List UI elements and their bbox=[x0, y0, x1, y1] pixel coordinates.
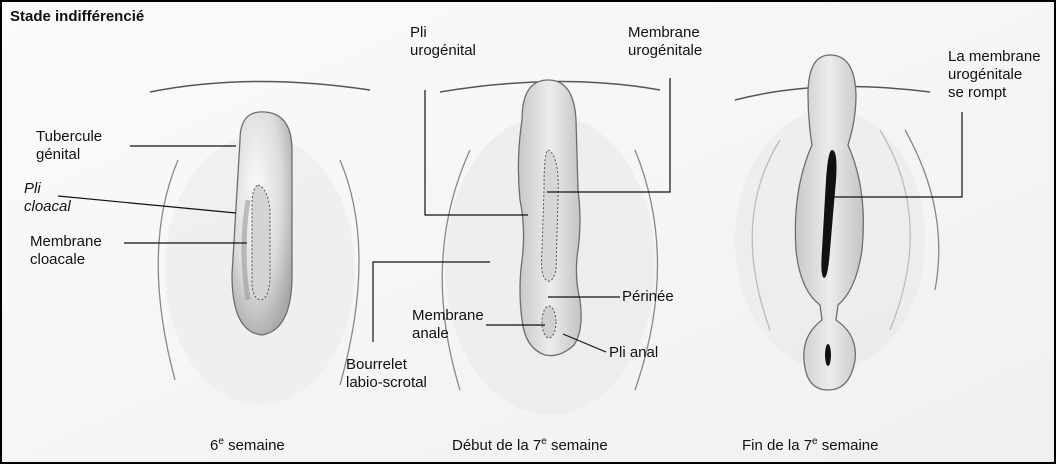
caption-1-text: semaine bbox=[224, 437, 285, 454]
caption-fin-7e-semaine: Fin de la 7e semaine bbox=[742, 436, 878, 454]
label-pli-urogenital: Pli urogénital bbox=[410, 24, 476, 60]
label-pli-urogenital-line1: Pli bbox=[410, 24, 476, 42]
label-pli-cloacal-line1: Pli bbox=[24, 180, 71, 198]
label-bourrelet-line1: Bourrelet bbox=[346, 356, 427, 374]
orifice-anal bbox=[825, 344, 831, 366]
membrane-cloacale-shape bbox=[252, 185, 270, 300]
label-pli-cloacal: Pli cloacal bbox=[24, 180, 71, 216]
label-membrane-anale-line2: anale bbox=[412, 325, 484, 343]
caption-2-pre: Début de la 7 bbox=[452, 437, 541, 454]
label-membrane-cloacale: Membrane cloacale bbox=[30, 233, 102, 269]
label-rompt-line2: urogénitale bbox=[948, 66, 1041, 84]
label-pli-urogenital-line2: urogénital bbox=[410, 42, 476, 60]
label-perinee: Périnée bbox=[622, 288, 674, 306]
label-tubercule-line2: génital bbox=[36, 146, 102, 164]
label-tubercule-line1: Tubercule bbox=[36, 128, 102, 146]
page-title: Stade indifférencié bbox=[10, 8, 144, 26]
label-membrane-se-rompt: La membrane urogénitale se rompt bbox=[948, 48, 1041, 102]
label-pli-cloacal-line2: cloacal bbox=[24, 198, 71, 216]
caption-3-pre: Fin de la 7 bbox=[742, 437, 812, 454]
label-membrane-urogenitale-line1: Membrane bbox=[628, 24, 702, 42]
label-membrane-cloacale-line1: Membrane bbox=[30, 233, 102, 251]
label-membrane-cloacale-line2: cloacale bbox=[30, 251, 102, 269]
caption-6e-semaine: 6e semaine bbox=[210, 436, 285, 454]
label-pli-anal: Pli anal bbox=[609, 344, 658, 362]
caption-3-text: semaine bbox=[818, 437, 879, 454]
label-bourrelet-line2: labio-scrotal bbox=[346, 374, 427, 392]
label-membrane-anale: Membrane anale bbox=[412, 307, 484, 343]
label-rompt-line1: La membrane bbox=[948, 48, 1041, 66]
label-membrane-urogenitale: Membrane urogénitale bbox=[628, 24, 702, 60]
caption-debut-7e-semaine: Début de la 7e semaine bbox=[452, 436, 608, 454]
label-rompt-line3: se rompt bbox=[948, 84, 1041, 102]
label-membrane-anale-line1: Membrane bbox=[412, 307, 484, 325]
caption-2-text: semaine bbox=[547, 437, 608, 454]
label-membrane-urogenitale-line2: urogénitale bbox=[628, 42, 702, 60]
membrane-anale-shape bbox=[542, 306, 556, 338]
label-bourrelet-labio-scrotal: Bourrelet labio-scrotal bbox=[346, 356, 427, 392]
label-tubercule-genital: Tubercule génital bbox=[36, 128, 102, 164]
